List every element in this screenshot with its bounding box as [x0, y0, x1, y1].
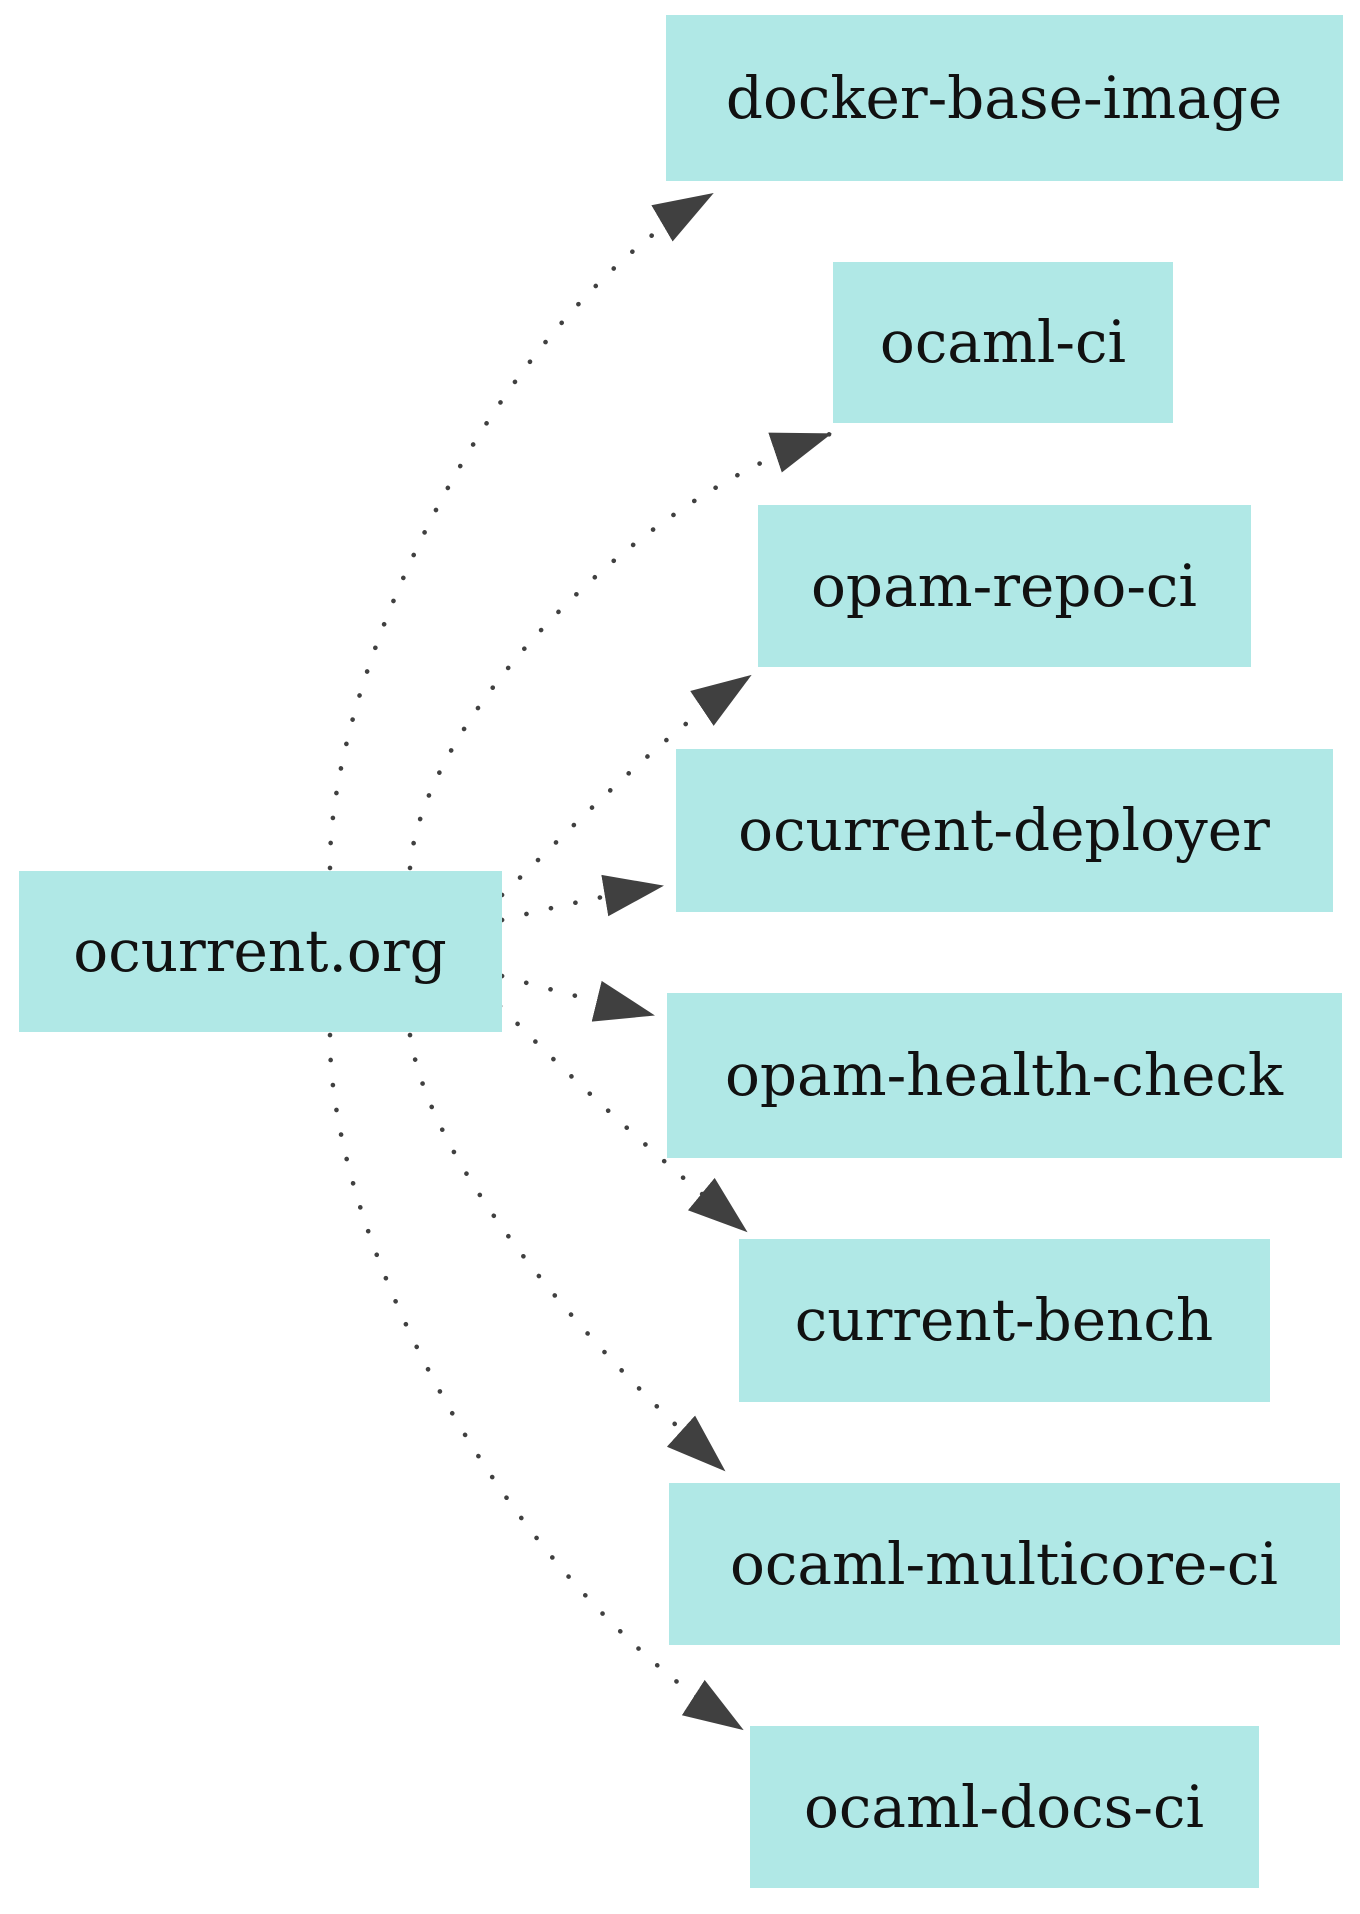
- node-ocurrent-org: ocurrent.org: [19, 871, 502, 1032]
- node-ocaml-ci: ocaml-ci: [833, 262, 1173, 423]
- node-ocurrent-org-box: [19, 871, 502, 1032]
- node-docker-base-image: docker-base-image: [666, 15, 1343, 181]
- node-ocaml-docs-ci: ocaml-docs-ci: [750, 1726, 1259, 1888]
- node-ocaml-docs-ci-box: [750, 1726, 1259, 1888]
- node-ocurrent-deployer-label: ocurrent-deployer: [738, 796, 1270, 864]
- node-current-bench-box: [739, 1239, 1270, 1402]
- node-docker-base-image-box: [666, 15, 1343, 181]
- node-ocurrent-deployer: ocurrent-deployer: [676, 749, 1333, 912]
- node-current-bench: current-bench: [739, 1239, 1270, 1402]
- node-ocaml-multicore-ci-box: [669, 1483, 1340, 1645]
- node-ocurrent-deployer-box: [676, 749, 1333, 912]
- node-ocurrent-org-label: ocurrent.org: [73, 917, 446, 985]
- node-opam-health-check: opam-health-check: [667, 993, 1342, 1158]
- edge-to-ocurrent-deployer: [499, 874, 665, 923]
- node-ocaml-docs-ci-label: ocaml-docs-ci: [804, 1773, 1204, 1841]
- node-opam-repo-ci: opam-repo-ci: [758, 505, 1251, 667]
- edge-to-opam-health-check: [499, 973, 656, 1022]
- node-ocaml-multicore-ci: ocaml-multicore-ci: [669, 1483, 1340, 1645]
- node-ocaml-ci-box: [833, 262, 1173, 423]
- node-ocaml-multicore-ci-label: ocaml-multicore-ci: [730, 1530, 1278, 1598]
- node-opam-repo-ci-box: [758, 505, 1251, 667]
- node-current-bench-label: current-bench: [795, 1286, 1214, 1354]
- node-opam-health-check-label: opam-health-check: [725, 1041, 1284, 1109]
- node-opam-health-check-box: [667, 993, 1342, 1158]
- node-docker-base-image-label: docker-base-image: [726, 64, 1282, 132]
- node-ocaml-ci-label: ocaml-ci: [880, 308, 1126, 376]
- node-opam-repo-ci-label: opam-repo-ci: [811, 552, 1197, 620]
